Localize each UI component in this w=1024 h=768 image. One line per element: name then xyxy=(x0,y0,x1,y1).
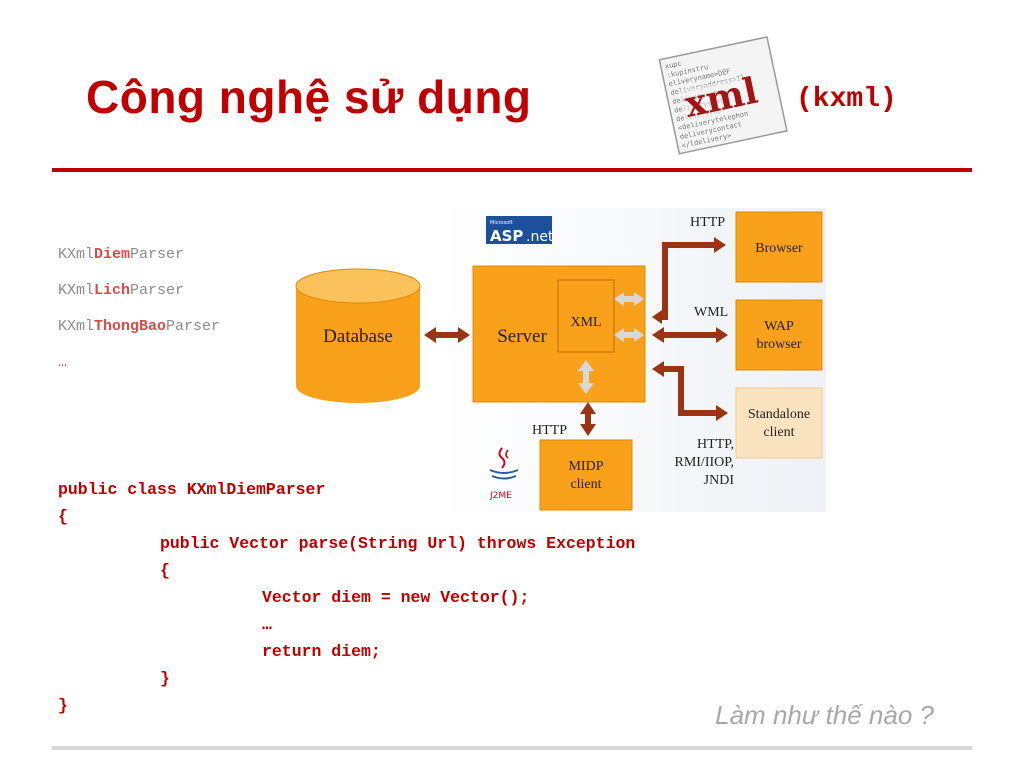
aspnet-logo-icon: Microsoft ASP .net xyxy=(486,216,554,245)
parser-highlight: Diem xyxy=(94,246,131,263)
standalone-label-2: client xyxy=(763,425,794,440)
parser-suffix: Parser xyxy=(166,318,221,335)
parser-prefix: KXml xyxy=(58,282,95,299)
code-line: return diem; xyxy=(262,642,381,661)
footer-divider xyxy=(52,746,972,750)
midp-label-1: MIDP xyxy=(568,459,603,474)
wap-browser-node: WAP browser xyxy=(735,299,823,371)
title-divider xyxy=(52,168,972,172)
parser-suffix: Parser xyxy=(130,246,185,263)
wap-browser-label-2: browser xyxy=(756,337,801,352)
aspnet-logo-small: Microsoft xyxy=(490,220,513,226)
database-label: Database xyxy=(323,326,393,347)
code-line: public class KXmlDiemParser xyxy=(58,480,326,499)
server-wap-arrow xyxy=(652,327,728,343)
standalone-label-1: Standalone xyxy=(748,407,810,422)
db-server-arrow xyxy=(424,327,470,343)
protocol-label-3: JNDI xyxy=(704,473,735,488)
kxml-label: (kxml) xyxy=(796,84,897,115)
standalone-client-node: Standalone client xyxy=(735,387,823,459)
midp-client-node: MIDP client xyxy=(539,439,633,511)
code-line: } xyxy=(160,669,170,688)
xml-box-label: XML xyxy=(570,315,601,330)
architecture-diagram: Microsoft ASP .net Database Server XML xyxy=(295,208,826,512)
parser-prefix: KXml xyxy=(58,318,95,335)
midp-label-2: client xyxy=(570,477,601,492)
database-node: Database xyxy=(295,268,421,403)
j2me-logo-icon: J2ME xyxy=(489,447,519,501)
parser-highlight: Lich xyxy=(94,282,131,299)
code-line: Vector diem = new Vector(); xyxy=(262,588,530,607)
protocol-label-1: HTTP, xyxy=(697,437,734,452)
xml-gray-arrows xyxy=(578,292,644,394)
xml-logo-icon: xupc :kupinstru eliveryname>DEF delivery… xyxy=(658,36,788,155)
aspnet-logo-main: ASP xyxy=(490,227,523,245)
j2me-label: J2ME xyxy=(489,491,512,501)
slide-title: Công nghệ sử dụng xyxy=(86,71,532,123)
aspnet-logo-sub: .net xyxy=(526,229,554,245)
server-midp-arrow xyxy=(580,402,596,436)
code-line: } xyxy=(58,696,68,715)
browser-label: Browser xyxy=(755,241,803,256)
wml-label: WML xyxy=(694,305,728,320)
code-line: … xyxy=(262,615,272,634)
browser-node: Browser xyxy=(735,211,823,283)
http-midp-label: HTTP xyxy=(532,423,567,438)
code-line: { xyxy=(160,561,170,580)
parser-item: KXmlThongBaoParser xyxy=(58,318,220,354)
parser-highlight: ThongBao xyxy=(94,318,167,335)
code-line: { xyxy=(58,507,68,526)
parser-item: KXmlLichParser xyxy=(58,282,220,318)
http-top-label: HTTP xyxy=(690,215,725,230)
server-label: Server xyxy=(497,326,547,347)
parser-item: KXmlDiemParser xyxy=(58,246,220,282)
server-standalone-arrow xyxy=(652,361,728,421)
parser-prefix: KXml xyxy=(58,246,95,263)
wap-browser-label-1: WAP xyxy=(764,319,794,334)
protocol-label-2: RMI/IIOP, xyxy=(674,455,734,470)
footer-question: Làm như thế nào ? xyxy=(715,700,934,730)
xml-logo-text: xupc xyxy=(664,59,682,70)
code-line: public Vector parse(String Url) throws E… xyxy=(160,534,636,553)
parser-suffix: Parser xyxy=(130,282,185,299)
parser-list: KXmlDiemParser KXmlLichParser KXmlThongB… xyxy=(58,246,220,390)
server-browser-arrow xyxy=(652,237,726,324)
parser-ellipsis: … xyxy=(58,354,68,371)
